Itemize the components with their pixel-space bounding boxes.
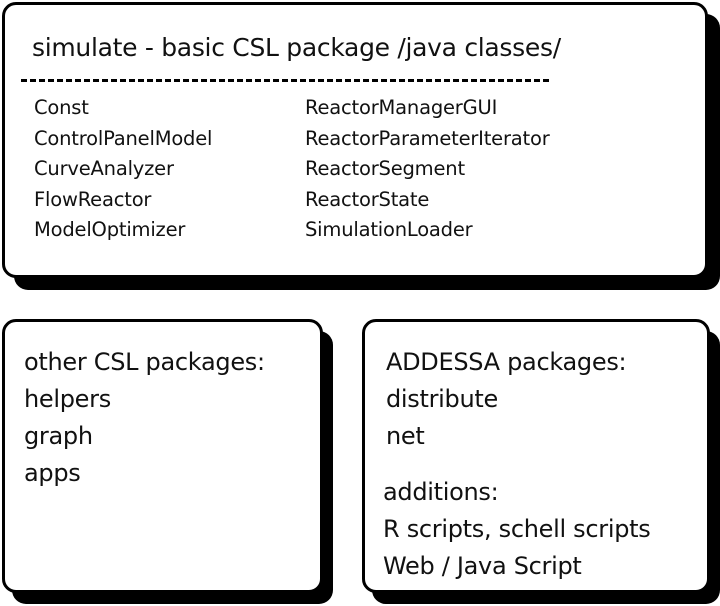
package-item: net	[386, 422, 425, 450]
class-item: ReactorManagerGUI	[305, 96, 498, 119]
other-csl-packages-box: other CSL packages: helpers graph apps	[2, 319, 323, 593]
package-item: graph	[24, 422, 93, 450]
additions-heading: additions:	[383, 478, 499, 506]
class-list-left: Const ControlPanelModel CurveAnalyzer Fl…	[34, 93, 212, 246]
addition-item: R scripts, schell scripts	[383, 515, 651, 543]
addition-item: Web / Java Script	[383, 552, 582, 580]
package-item: apps	[24, 459, 81, 487]
package-item: distribute	[386, 385, 498, 413]
class-item: Const	[34, 96, 89, 119]
other-csl-packages-list: other CSL packages: helpers graph apps	[24, 344, 265, 492]
addessa-heading: ADDESSA packages:	[386, 348, 627, 376]
additions-list: additions: R scripts, schell scripts Web…	[383, 474, 651, 585]
class-item: SimulationLoader	[305, 218, 473, 241]
class-item: ControlPanelModel	[34, 126, 213, 150]
other-csl-heading: other CSL packages:	[24, 348, 265, 376]
class-item: FlowReactor	[34, 187, 152, 211]
addessa-packages-list: ADDESSA packages: distribute net	[386, 344, 627, 455]
class-item: ReactorSegment	[305, 157, 465, 180]
dashed-divider	[21, 79, 549, 82]
simulate-package-box: simulate - basic CSL package /java class…	[2, 2, 708, 278]
class-item: ModelOptimizer	[34, 218, 186, 241]
simulate-package-title: simulate - basic CSL package /java class…	[32, 33, 561, 62]
package-item: helpers	[24, 385, 111, 413]
class-item: ReactorParameterIterator	[305, 126, 550, 150]
class-item: ReactorState	[305, 187, 430, 211]
addessa-packages-box: ADDESSA packages: distribute net additio…	[362, 319, 710, 593]
class-item: CurveAnalyzer	[34, 157, 174, 180]
class-list-right: ReactorManagerGUI ReactorParameterIterat…	[305, 93, 550, 246]
